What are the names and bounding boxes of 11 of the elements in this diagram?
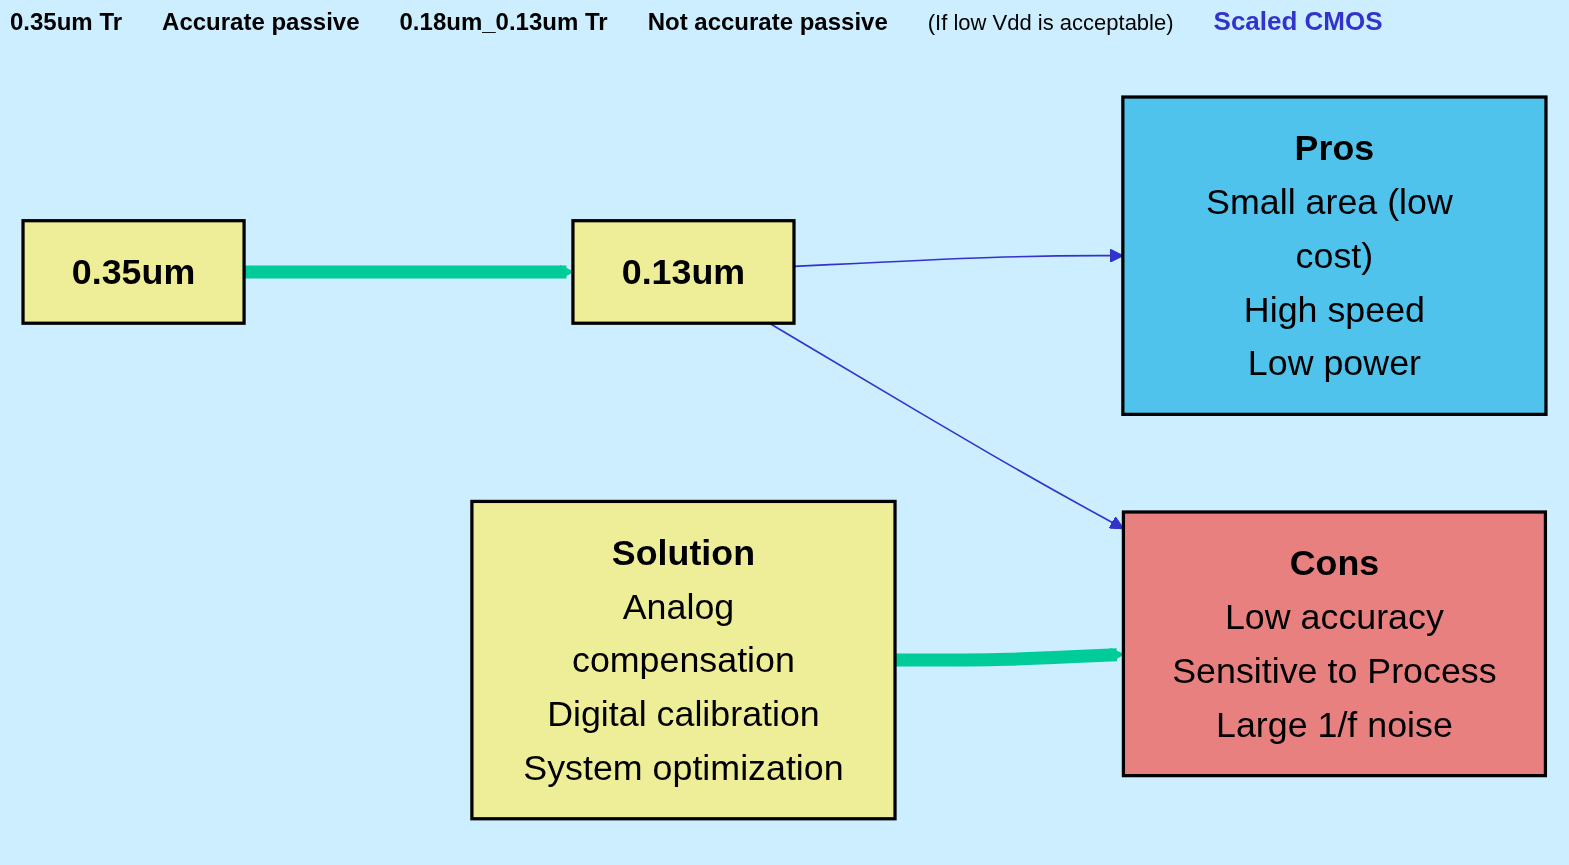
node-box: 0.13um	[571, 218, 796, 325]
node-box: 0.35um	[21, 218, 246, 325]
text-label: Not accurate passive	[647, 8, 888, 36]
text-label: 0.35um Tr	[10, 8, 123, 36]
node-box: Solution Analog compensation Digital calibration System optimization	[470, 499, 897, 820]
node-box: Pros Small area (low cost) High speed Low power	[1121, 95, 1548, 416]
node-box: Cons Low accuracy Sensitive to Process Large 1/f noise	[1121, 510, 1548, 777]
text-label: Scaled CMOS	[1213, 6, 1383, 37]
text-label: 0.18um_0.13um Tr	[399, 8, 608, 36]
text-label: Accurate passive	[162, 8, 360, 36]
text-label: (If low Vdd is acceptable)	[927, 10, 1174, 36]
